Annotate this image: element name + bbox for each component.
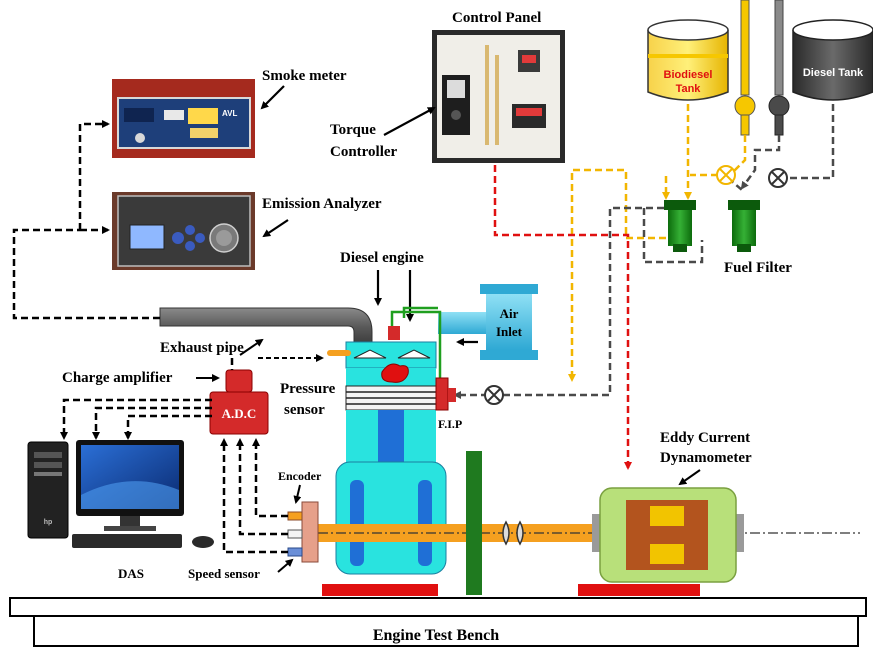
daq-signal-lines (60, 358, 288, 554)
emission-analyzer-arrow (262, 219, 289, 238)
torque-signal-line (493, 165, 632, 470)
engine-base (322, 584, 438, 596)
encoder-label: Encoder (278, 469, 322, 483)
test-bench-base (33, 615, 859, 647)
eddy-current-label-1: Eddy Current (660, 430, 750, 446)
drive-shaft (318, 524, 860, 542)
encoder-arrow (293, 484, 302, 504)
torque-controller-label-1: Torque (330, 122, 376, 138)
fuel-filter-2 (728, 200, 760, 252)
exhaust-pipe-label: Exhaust pipe (160, 340, 244, 356)
smoke-meter-label: Smoke meter (262, 68, 347, 84)
air-inlet (438, 284, 538, 360)
das-label: DAS (118, 566, 144, 581)
smoke-meter-brand: AVL (222, 109, 238, 118)
torque-controller-label-2: Controller (330, 144, 398, 160)
speed-sensor-label: Speed sensor (188, 566, 260, 581)
biodiesel-lines (568, 104, 747, 382)
torque-controller-arrow (383, 107, 436, 136)
biodiesel-burette (734, 0, 756, 136)
valve-diesel (768, 168, 788, 188)
das-computer: hp (27, 440, 214, 548)
control-panel (432, 30, 565, 163)
test-bench-top (9, 597, 867, 617)
pressure-sensor-label-2: sensor (284, 402, 325, 418)
emission-analyzer (112, 192, 255, 270)
valve-biodiesel (716, 165, 736, 185)
engine-test-bench-label: Engine Test Bench (373, 627, 499, 644)
fip-label: F.I.P (438, 417, 462, 431)
coupling (502, 520, 524, 546)
pressure-sensor-label-1: Pressure (280, 381, 336, 397)
biodiesel-tank-label-1: Biodiesel (664, 69, 713, 81)
smoke-meter-arrow (260, 85, 285, 110)
diesel-burette (768, 0, 790, 136)
eddy-current-dynamometer (592, 487, 744, 583)
control-panel-label: Control Panel (452, 10, 541, 26)
fuel-filter-label: Fuel Filter (724, 260, 792, 276)
adc-label: A.D.C (222, 406, 257, 421)
injector-line (390, 310, 442, 378)
exhaust-pipe-arrow (239, 338, 264, 356)
charge-amplifier (225, 369, 253, 393)
fuel-filter-1 (664, 200, 696, 252)
exhaust-sampling-lines (12, 120, 160, 320)
biodiesel-tank (647, 19, 729, 101)
flywheel (466, 451, 482, 595)
speed-sensor-arrow (277, 558, 294, 573)
fip (435, 377, 456, 411)
diesel-tank (792, 19, 873, 101)
eddy-current-arrow (678, 469, 701, 486)
diesel-tank-label: Diesel Tank (803, 67, 864, 79)
diesel-engine (335, 326, 447, 575)
biodiesel-tank-label-2: Tank (676, 83, 702, 95)
adc (209, 391, 269, 435)
air-inlet-label-1: Air (500, 306, 519, 321)
emission-analyzer-label: Emission Analyzer (262, 196, 382, 212)
charge-amplifier-label: Charge amplifier (62, 370, 173, 386)
dynamometer-base (578, 584, 700, 596)
diesel-engine-label: Diesel engine (340, 250, 424, 266)
encoder (287, 501, 319, 563)
monitor-brand: hp (44, 519, 53, 526)
eddy-current-label-2: Dynamometer (660, 450, 752, 466)
air-inlet-label-2: Inlet (496, 324, 523, 339)
smoke-meter: AVL (112, 79, 255, 158)
valve-fip (484, 385, 504, 405)
